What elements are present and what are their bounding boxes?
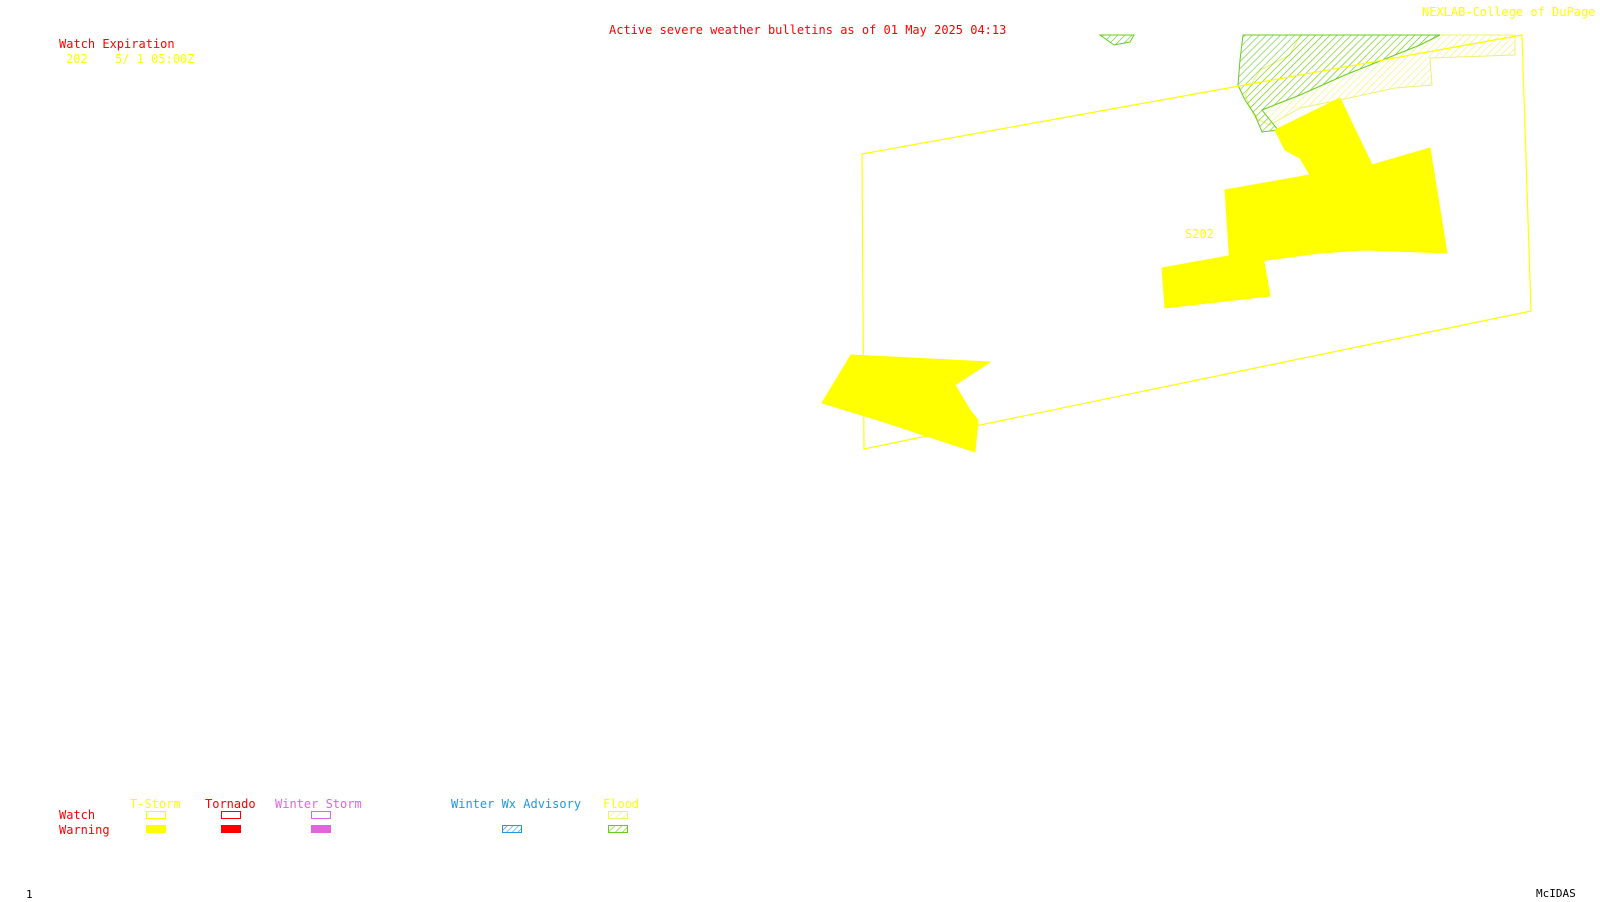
legend-row-watch: Watch	[59, 808, 96, 822]
flood-warning-swatch	[608, 825, 628, 833]
tornado-warning-swatch	[221, 825, 241, 833]
credit-text: NEXLAB-College of DuPage R	[1422, 5, 1600, 19]
legend-category-tornado: Tornado	[205, 797, 256, 811]
tstorm-warning-area	[1224, 97, 1448, 266]
tstorm-watch-swatch	[146, 811, 166, 819]
page-title: Active severe weather bulletins as of 01…	[609, 23, 1007, 37]
watch-box-label: S202	[1185, 227, 1214, 241]
software-label: McIDAS	[1536, 887, 1576, 900]
watch-expiration-heading: Watch Expiration	[59, 37, 175, 51]
winter-wx-advisory-swatch	[502, 825, 522, 833]
legend-category-winter-wx-advisory: Winter Wx Advisory	[451, 797, 582, 811]
legend-row-warning: Warning	[59, 823, 110, 837]
tstorm-warning-swatch	[146, 825, 166, 833]
legend-category-flood: Flood	[603, 797, 640, 811]
winter-storm-watch-swatch	[311, 811, 331, 819]
winter-storm-warning-swatch	[311, 825, 331, 833]
watch-expires-time: 5/ 1 05:00Z	[115, 52, 195, 66]
tstorm-warning-area	[821, 354, 992, 453]
legend-category-winter-storm: Winter Storm	[275, 797, 362, 811]
frame-number: 1	[26, 888, 33, 901]
flood-warning-area	[1098, 34, 1135, 46]
tstorm-watch-box	[861, 34, 1532, 450]
flood-watch-swatch	[608, 811, 628, 819]
watch-number: 202	[66, 52, 88, 66]
tornado-watch-swatch	[221, 811, 241, 819]
legend-category-tstorm: T-Storm	[130, 797, 181, 811]
tstorm-warning-area	[1161, 249, 1271, 309]
